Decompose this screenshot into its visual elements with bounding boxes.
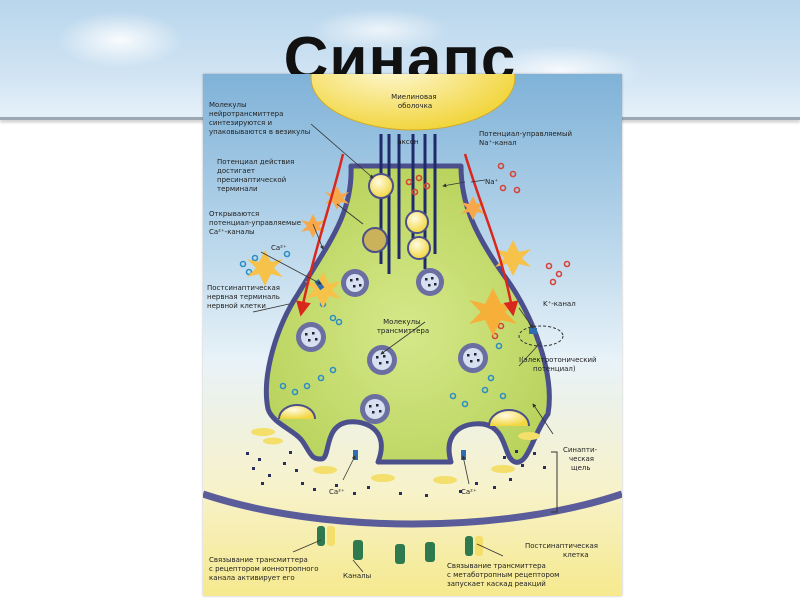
- fusing-vesicle-left: [278, 404, 316, 420]
- synaptic-vesicle: [416, 268, 444, 296]
- postsynaptic-receptors: [317, 526, 483, 564]
- ca-channel-bottom-right: [461, 450, 466, 460]
- cleft-bracket: [551, 451, 558, 513]
- synapse-illustration: Миелиновая оболочка аксон Молекулы нейро…: [203, 74, 622, 588]
- label-postsyn-cell: Постсинаптическая клетка: [525, 542, 600, 559]
- label-ca-channels: Открываются потенциал-управляемые Ca²⁺-к…: [209, 210, 303, 236]
- vesicle-forming: [368, 173, 394, 199]
- postsynaptic-membrane: [203, 490, 622, 528]
- label-axon: аксон: [397, 138, 418, 146]
- label-cleft: Синапти- ческая щель: [563, 446, 599, 472]
- label-electrotonic: I(электротонический потенциал): [519, 356, 599, 373]
- label-na-ion: Na⁺: [485, 178, 499, 186]
- label-ca-right: Ca²⁺: [461, 488, 477, 496]
- label-pointers: [252, 123, 554, 573]
- label-postsyn-terminal: Постсинаптическая нервная терминаль нерв…: [207, 284, 282, 310]
- myelin-sheath: [310, 74, 516, 131]
- label-na-channel: Потенциал-управляемый Na⁺-канал: [479, 130, 574, 147]
- synaptic-vesicle: [296, 322, 326, 352]
- transmitter-clouds: [251, 428, 540, 484]
- vesicle-forming: [405, 210, 429, 234]
- electrotonic-loop: [518, 325, 564, 347]
- vesicle-forming: [362, 227, 388, 253]
- vesicle-forming: [407, 236, 431, 260]
- label-action-potential: Потенциал действия достигает пресинаптич…: [217, 158, 297, 193]
- sodium-ions: [405, 162, 571, 340]
- k-channel: [529, 328, 537, 334]
- fusing-vesicle-right: [488, 409, 530, 427]
- synaptic-vesicle: [360, 394, 390, 424]
- ca-channel-bottom-left: [353, 450, 358, 460]
- action-potential-arrow-right: [463, 153, 519, 317]
- presynaptic-terminal: [263, 163, 552, 465]
- synaptic-vesicle: [341, 269, 369, 297]
- synaptic-vesicle: [367, 345, 397, 375]
- calcium-ions: [239, 250, 507, 408]
- synapse-diagram: Миелиновая оболочка аксон Молекулы нейро…: [203, 74, 622, 596]
- label-channels: Каналы: [343, 572, 371, 580]
- action-potential-arrow-left: [296, 153, 345, 317]
- label-myelin: Миелиновая оболочка: [391, 93, 439, 110]
- label-transmitter-molecules: Молекулы трансмиттера: [377, 318, 429, 335]
- cleft-transmitters: [246, 450, 546, 497]
- label-ionotropic: Связывание трансмиттера с рецептором ион…: [209, 556, 321, 582]
- label-ca-top: Ca²⁺: [271, 244, 287, 252]
- synaptic-vesicle: [458, 343, 488, 373]
- label-k-channel: K⁺-канал: [543, 300, 576, 308]
- action-potential-bursts: [247, 186, 531, 336]
- label-molecules-synth: Молекулы нейротрансмиттера синтезируются…: [209, 101, 310, 136]
- synaptic-vesicles: [296, 268, 488, 424]
- label-ca-left: Ca²⁺: [329, 488, 345, 496]
- label-metabotropic: Связывание трансмиттера с метаботропным …: [447, 562, 562, 588]
